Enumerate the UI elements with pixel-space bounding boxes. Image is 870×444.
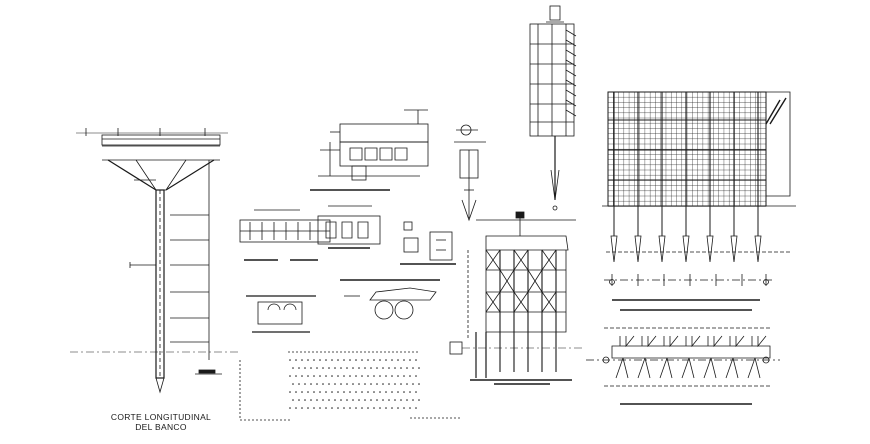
wheel-detail bbox=[340, 279, 440, 320]
section-detail-b bbox=[317, 205, 381, 249]
trestle-frame-elevation bbox=[449, 211, 584, 385]
bolt-detail bbox=[454, 124, 486, 222]
pile-elevation-lower bbox=[604, 274, 772, 311]
drawing-caption: CORTE LONGITUDINAL DEL BANCO bbox=[88, 412, 234, 432]
foundation-plan-grid bbox=[602, 91, 796, 263]
caption-line-1: CORTE LONGITUDINAL bbox=[110, 412, 212, 422]
pile-cap-section bbox=[586, 327, 780, 405]
dotted-plan-border bbox=[239, 351, 462, 421]
section-detail-c bbox=[400, 221, 456, 265]
small-section-detail bbox=[246, 295, 316, 333]
section-detail-a bbox=[239, 209, 331, 261]
caption-line-2: DEL BANCO bbox=[135, 422, 187, 432]
longitudinal-section-detail bbox=[70, 128, 238, 394]
tall-pile-detail bbox=[529, 5, 577, 211]
upper-detail-group bbox=[310, 109, 429, 191]
dotted-plan-field bbox=[289, 359, 420, 409]
